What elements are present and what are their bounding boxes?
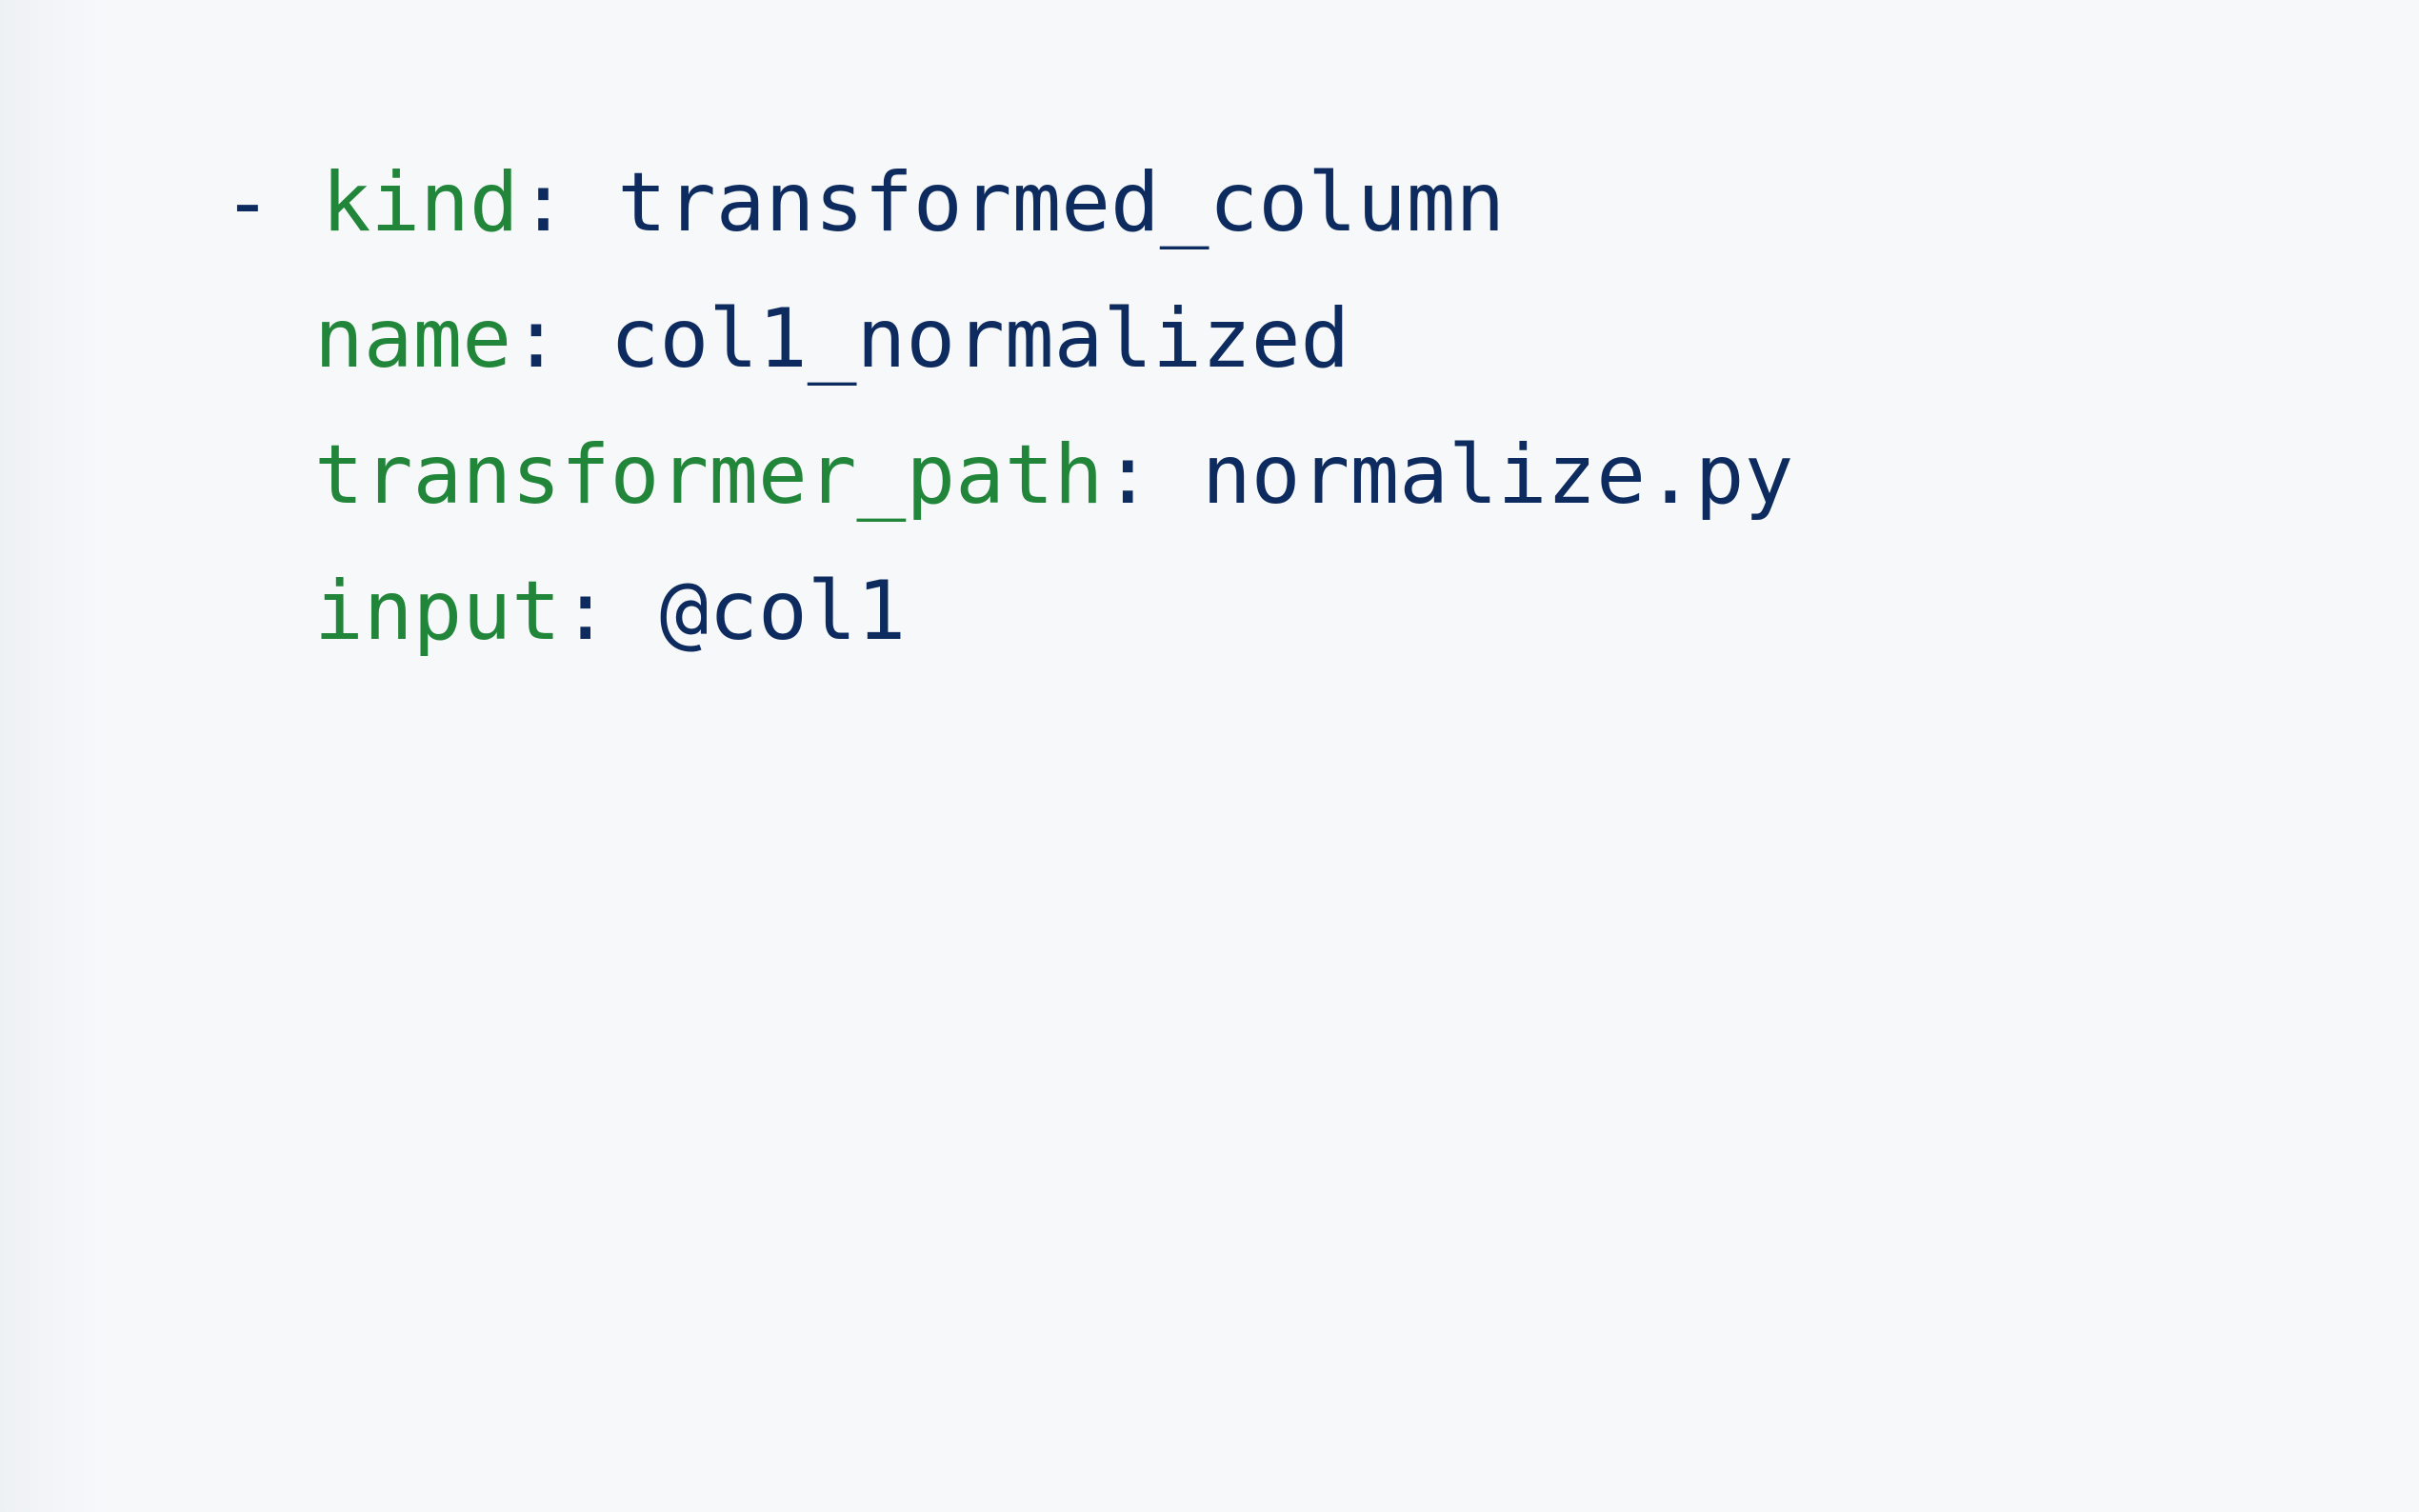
yaml-key-input: input (314, 564, 561, 659)
code-line-input: input: @col1 (223, 544, 1793, 680)
yaml-key-kind: kind (321, 155, 519, 250)
code-line-kind: - kind: transformed_column (223, 135, 1793, 271)
yaml-value-kind: transformed_column (617, 155, 1506, 250)
yaml-separator: : (518, 155, 618, 250)
yaml-separator: : (1103, 428, 1202, 523)
code-line-transformer-path: transformer_path: normalize.py (223, 408, 1793, 544)
yaml-separator: : (511, 291, 610, 387)
yaml-value-input: @col1 (659, 564, 907, 659)
code-line-name: name: col1_normalized (223, 271, 1793, 408)
yaml-separator: : (560, 564, 660, 659)
yaml-key-name: name (314, 291, 512, 387)
list-item-dash: - (223, 155, 322, 250)
yaml-value-name: col1_normalized (610, 291, 1350, 387)
yaml-key-transformer-path: transformer_path (314, 428, 1104, 523)
yaml-value-transformer-path: normalize.py (1201, 428, 1794, 523)
left-edge-shadow (0, 0, 105, 1512)
